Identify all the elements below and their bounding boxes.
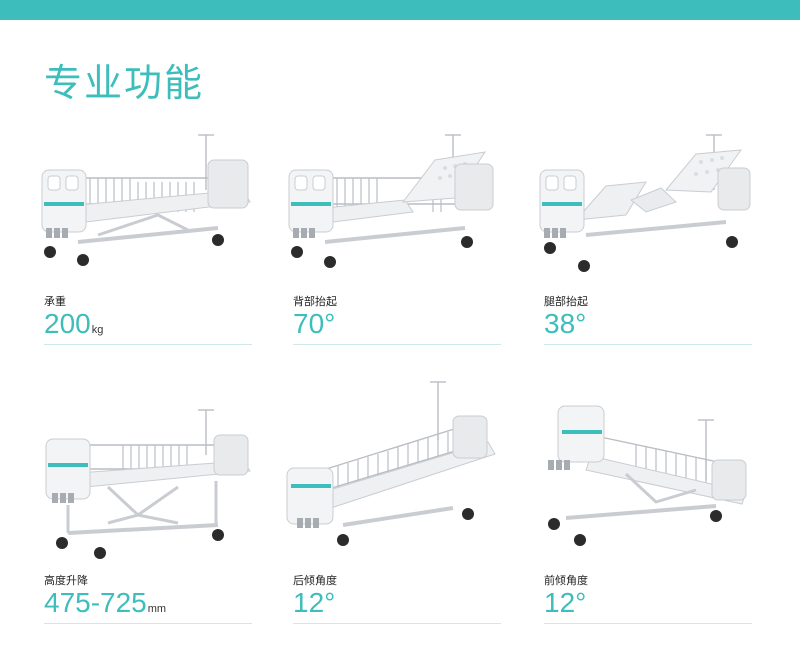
hospital-bed-forward-tilt-icon bbox=[548, 405, 747, 546]
feature-value-height: 475-725mm bbox=[44, 587, 167, 618]
feature-value-leg-raise: 38° bbox=[544, 308, 587, 339]
divider bbox=[293, 344, 501, 345]
top-accent-bar bbox=[0, 0, 800, 20]
feature-value-forward-tilt: 12° bbox=[544, 587, 587, 618]
hospital-bed-flat-icon bbox=[41, 134, 251, 266]
feature-label-load: 承重 bbox=[44, 295, 66, 308]
feature-label-height: 高度升降 bbox=[44, 574, 88, 587]
feature-label-back-raise: 背部抬起 bbox=[293, 295, 337, 308]
divider bbox=[44, 623, 252, 624]
hospital-bed-height-lift-icon bbox=[45, 409, 251, 559]
divider bbox=[544, 623, 752, 624]
divider bbox=[44, 344, 252, 345]
hospital-bed-back-raised-icon bbox=[288, 134, 494, 268]
hospital-bed-leg-raised-icon bbox=[539, 134, 751, 272]
feature-value-back-raise: 70° bbox=[293, 308, 336, 339]
feature-value-load: 200kg bbox=[44, 308, 104, 339]
hospital-bed-reverse-tilt-icon bbox=[286, 381, 496, 546]
divider bbox=[293, 623, 501, 624]
feature-value-reverse-tilt: 12° bbox=[293, 587, 336, 618]
divider bbox=[544, 344, 752, 345]
feature-label-forward-tilt: 前倾角度 bbox=[544, 574, 588, 587]
feature-label-leg-raise: 腿部抬起 bbox=[544, 295, 588, 308]
feature-label-reverse-tilt: 后倾角度 bbox=[293, 574, 337, 587]
page-title: 专业功能 bbox=[44, 61, 205, 105]
